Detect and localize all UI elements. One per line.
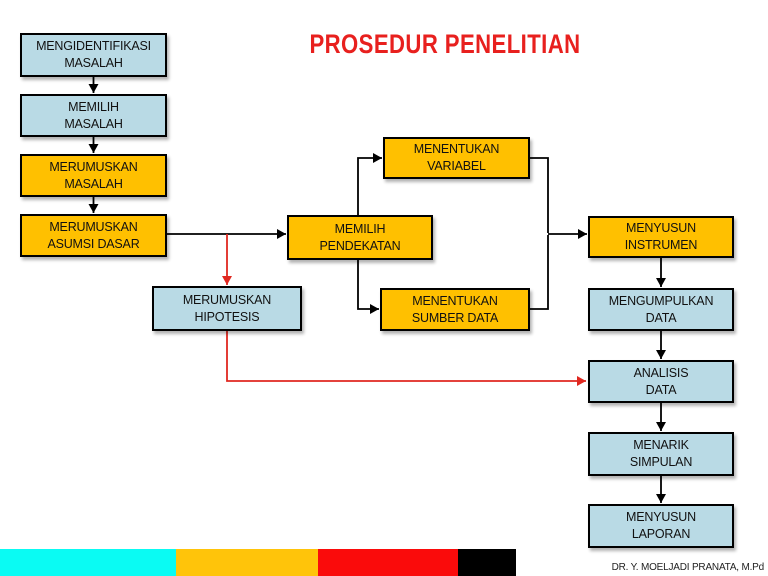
node-menentukan-variabel: MENENTUKAN VARIABEL: [383, 137, 530, 179]
node-mengumpulkan-data: MENGUMPULKAN DATA: [588, 288, 734, 331]
node-memilih-masalah: MEMILIH MASALAH: [20, 94, 167, 137]
node-menarik-simpulan: MENARIK SIMPULAN: [588, 432, 734, 476]
footer-stripe-gold: [176, 549, 318, 576]
node-menyusun-instrumen: MENYUSUN INSTRUMEN: [588, 216, 734, 258]
footer-stripe-cyan: [0, 549, 176, 576]
node-merumuskan-asumsi-dasar: MERUMUSKAN ASUMSI DASAR: [20, 214, 167, 257]
connector-variabel-to-merge: [530, 157, 549, 233]
connector-hipotesis-to-analisis-red: [226, 331, 586, 386]
footer-stripe-red: [318, 549, 458, 576]
node-merumuskan-hipotesis: MERUMUSKAN HIPOTESIS: [152, 286, 302, 331]
connector-pendekatan-to-variabel: [357, 153, 382, 215]
node-menyusun-laporan: MENYUSUN LAPORAN: [588, 504, 734, 548]
node-analisis-data: ANALISIS DATA: [588, 360, 734, 403]
node-menentukan-sumber-data: MENENTUKAN SUMBER DATA: [380, 288, 530, 331]
node-merumuskan-masalah: MERUMUSKAN MASALAH: [20, 154, 167, 197]
credit-text: DR. Y. MOELJADI PRANATA, M.Pd: [611, 562, 765, 573]
page-title: PROSEDUR PENELITIAN: [309, 29, 581, 59]
footer-stripe-black: [458, 549, 516, 576]
node-memilih-pendekatan: MEMILIH PENDEKATAN: [287, 215, 433, 260]
node-mengidentifikasi-masalah: MENGIDENTIFIKASI MASALAH: [20, 33, 167, 77]
connector-sumber-data-to-merge: [530, 235, 549, 310]
connector-pendekatan-to-sumber-data: [357, 260, 379, 314]
